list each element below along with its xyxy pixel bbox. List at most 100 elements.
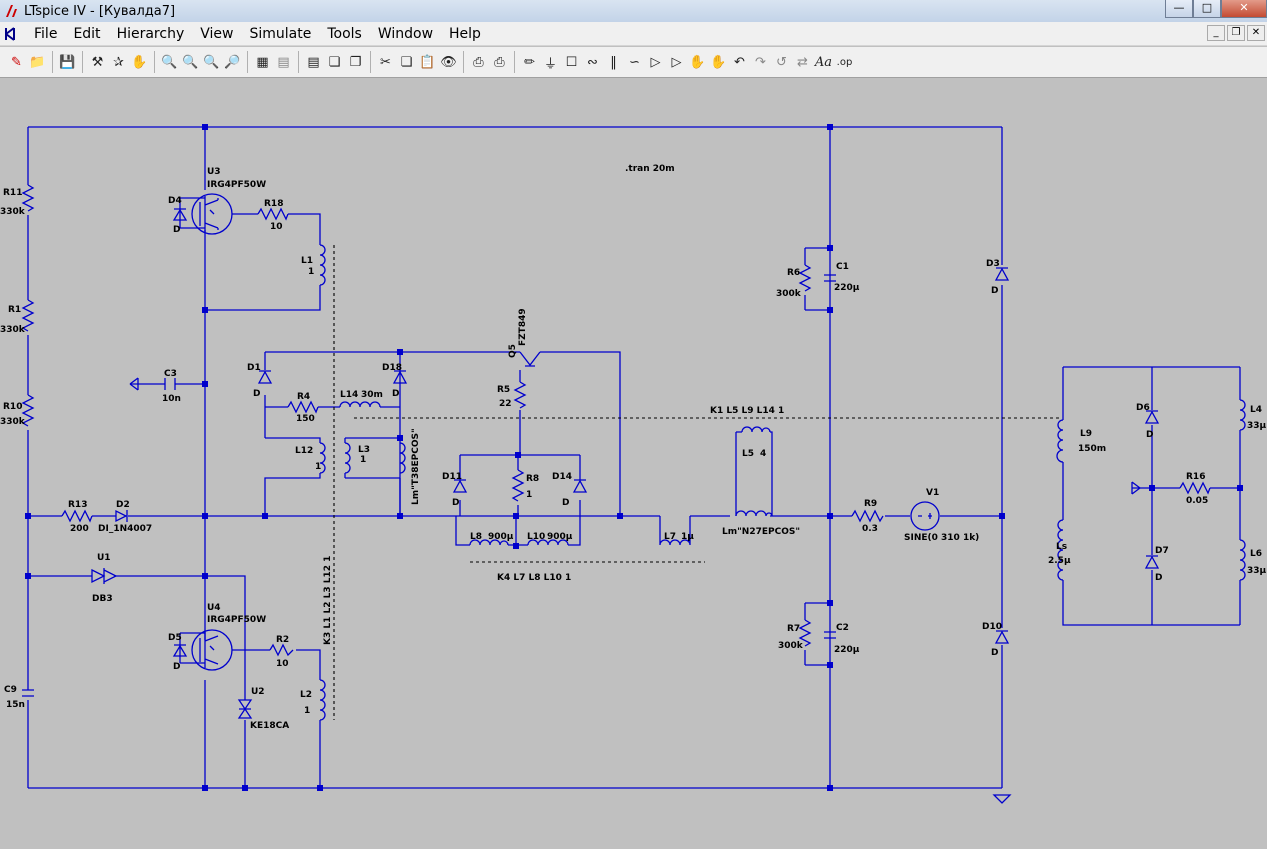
menu-window[interactable]: Window: [377, 25, 434, 42]
l14-symbol: [339, 401, 381, 408]
mdi-minimize-button[interactable]: _: [1207, 25, 1225, 41]
l8-value: 900µ: [488, 532, 514, 542]
print-setup-icon[interactable]: ⎙: [473, 54, 484, 70]
u3-value: IRG4PF50W: [207, 180, 266, 190]
menu-tools[interactable]: Tools: [327, 25, 362, 42]
d10-value: D: [991, 648, 998, 658]
menu-hierarchy[interactable]: Hierarchy: [116, 25, 185, 42]
igbts: [191, 193, 233, 671]
schematic-doc-icon[interactable]: [2, 24, 22, 44]
ls-symbol: [1057, 519, 1064, 581]
u3-igbt-symbol: [191, 193, 233, 235]
d2-value: DI_1N4007: [98, 524, 152, 534]
menu-view[interactable]: View: [200, 25, 234, 42]
r11-value: 330k: [0, 207, 26, 217]
l1-value: 1: [308, 267, 314, 277]
diode-icon[interactable]: ▷: [650, 54, 661, 70]
minimize-button[interactable]: —: [1165, 0, 1193, 18]
mdi-restore-button[interactable]: ❐: [1227, 25, 1245, 41]
zoom-out-icon[interactable]: 🔍: [203, 54, 220, 70]
zoom-fit-icon[interactable]: 🔎: [224, 54, 241, 70]
l6-name: L6: [1250, 549, 1262, 559]
redo-icon[interactable]: ↷: [755, 54, 766, 70]
d7-name: D7: [1155, 546, 1169, 556]
r18-value: 10: [270, 222, 283, 232]
r9-name: R9: [864, 499, 877, 509]
r2-name: R2: [276, 635, 289, 645]
maximize-button[interactable]: □: [1193, 0, 1221, 18]
find-icon[interactable]: 👁: [440, 54, 457, 70]
drag-icon[interactable]: ✋: [710, 54, 727, 70]
print-icon[interactable]: ⎙: [494, 54, 505, 70]
label-net-icon[interactable]: ☐: [565, 54, 578, 70]
d5-name: D5: [168, 633, 182, 643]
l4-name: L4: [1250, 405, 1262, 415]
d6-name: D6: [1136, 403, 1150, 413]
component-icon[interactable]: ▷: [671, 54, 682, 70]
r16-name: R16: [1186, 472, 1205, 482]
q5-transistor-symbol: [519, 351, 541, 367]
d4-symbol: [172, 208, 188, 221]
resistor-icon[interactable]: ∾: [587, 54, 598, 70]
paste-icon[interactable]: 📋: [419, 54, 436, 70]
l5-value: 4: [760, 449, 766, 459]
d6-value: D: [1146, 430, 1153, 440]
menu-edit[interactable]: Edit: [73, 25, 101, 42]
r1-value: 330k: [0, 325, 26, 335]
v1-name: V1: [926, 488, 939, 498]
l4-value: 33µ: [1247, 421, 1267, 431]
move-icon[interactable]: ✋: [689, 54, 706, 70]
u4-value: IRG4PF50W: [207, 615, 266, 625]
run-icon[interactable]: ✰: [113, 54, 124, 70]
schematic-canvas[interactable]: .tran 20m K1 L5 L9 L14 1 K4 L7 L8 L10 1 …: [0, 79, 1267, 849]
mdi-close-button[interactable]: ✕: [1247, 25, 1265, 41]
r18-name: R18: [264, 199, 283, 209]
tile-windows-icon[interactable]: ❐: [349, 54, 362, 70]
l9-value: 150m: [1078, 444, 1106, 454]
r8-symbol: [511, 469, 525, 502]
open-folder-icon[interactable]: 📁: [29, 54, 46, 70]
save-icon[interactable]: 💾: [59, 54, 76, 70]
ltspice-app-icon[interactable]: [4, 3, 20, 19]
d18-value: D: [392, 389, 399, 399]
rotate-icon[interactable]: ↺: [776, 54, 787, 70]
autorange-icon[interactable]: ▦: [256, 54, 269, 70]
close-button[interactable]: ✕: [1221, 0, 1267, 18]
menu-help[interactable]: Help: [449, 25, 481, 42]
l12-symbol: [319, 442, 326, 474]
menu-file[interactable]: File: [34, 25, 58, 42]
d14-name: D14: [552, 472, 572, 482]
menu-simulate[interactable]: Simulate: [249, 25, 312, 42]
q5-name: Q5: [508, 344, 518, 358]
control-panel-icon[interactable]: ⚒: [91, 54, 104, 70]
lm1-symbol: [399, 442, 406, 474]
view-netlist-icon[interactable]: ▤: [277, 54, 290, 70]
copy-icon[interactable]: ❏: [400, 54, 413, 70]
undo-icon[interactable]: ↶: [734, 54, 745, 70]
d14-symbol: [572, 479, 588, 493]
r7-symbol: [798, 619, 812, 647]
zoom-pan-icon[interactable]: 🔍: [182, 54, 199, 70]
capacitor-icon[interactable]: ‖: [610, 54, 617, 70]
c9-value: 15n: [6, 700, 25, 710]
cascade-icon[interactable]: ❏: [328, 54, 341, 70]
ground-icon[interactable]: ⏚: [543, 56, 557, 72]
text-icon[interactable]: Aa: [814, 54, 833, 70]
inductor-icon[interactable]: ∽: [629, 54, 640, 70]
r8-name: R8: [526, 474, 539, 484]
mirror-icon[interactable]: ⇄: [797, 54, 808, 70]
halt-icon[interactable]: ✋: [131, 54, 148, 70]
labels: .tran 20m K1 L5 L9 L14 1 K4 L7 L8 L10 1 …: [0, 164, 1267, 731]
inductors: [319, 244, 1246, 721]
u2-name: U2: [251, 687, 265, 697]
draw-wire-icon[interactable]: ✏: [524, 54, 535, 70]
l1-name: L1: [301, 256, 313, 266]
new-schematic-icon[interactable]: ✎: [11, 54, 22, 70]
l2-name: L2: [300, 690, 312, 700]
tile-horizontal-icon[interactable]: ▤: [307, 54, 320, 70]
cut-icon[interactable]: ✂: [380, 54, 391, 70]
spice-directive-icon[interactable]: .op: [836, 56, 853, 68]
schematic-drawing: .tran 20m K1 L5 L9 L14 1 K4 L7 L8 L10 1 …: [0, 124, 1267, 804]
zoom-in-icon[interactable]: 🔍: [161, 54, 178, 70]
l10-value: 900µ: [547, 532, 573, 542]
